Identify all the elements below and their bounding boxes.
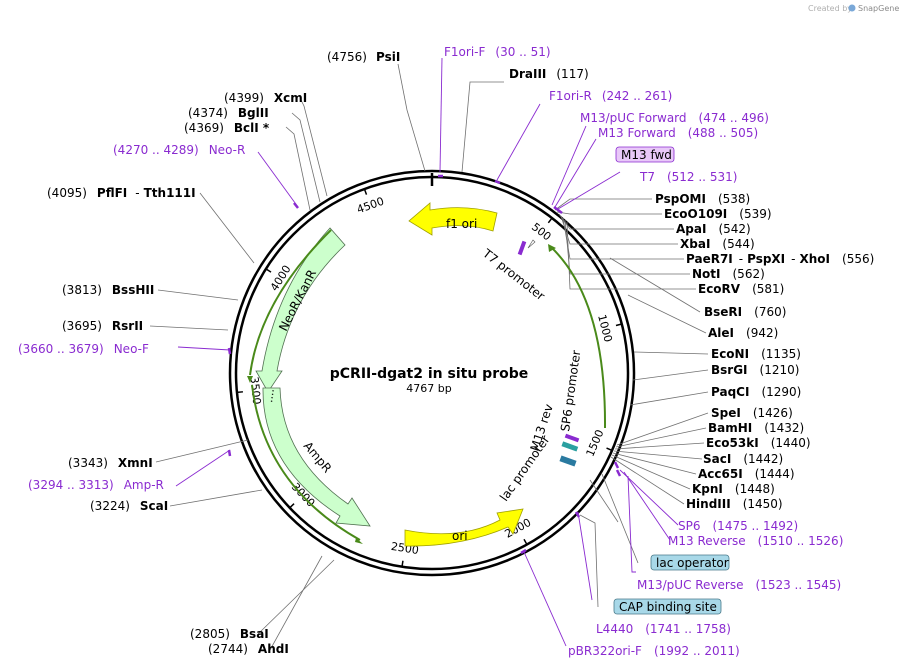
bglii-label: (4374)BglII: [188, 106, 269, 120]
lac-operator-mark: [561, 441, 579, 452]
tick-mark: [265, 268, 272, 273]
snapgene-logo-icon: [848, 4, 856, 12]
credit-text: Created by: [808, 4, 852, 13]
bsshii-label: (3813)BssHII: [62, 283, 154, 297]
tick-mark: [401, 560, 404, 567]
f1ori-r-label: F1ori-R(242 .. 261): [549, 89, 672, 103]
plasmid-length: 4767 bp: [406, 382, 451, 395]
m13-forward-label: M13 Forward(488 .. 505): [598, 126, 758, 140]
spei-label: SpeI(1426): [711, 406, 793, 420]
tick-mark: [363, 188, 368, 195]
f1-ori-arrow: [408, 202, 498, 236]
tick-mark: [606, 447, 613, 452]
ampr-arrow: [262, 387, 371, 527]
leader-lines: [149, 63, 709, 651]
scai-label: (3224)ScaI: [90, 499, 168, 513]
ori-arrow: [404, 508, 524, 547]
sp6-promoter-label: SP6 promoter: [558, 349, 583, 432]
lac-promoter-label: lac promoter: [497, 433, 553, 504]
bcli-label: (4369)BclI *: [184, 121, 270, 135]
noti-label: NotI(562): [692, 267, 765, 281]
amp-r-primer-label: (3294 .. 3313)Amp-R: [28, 478, 164, 492]
f1-ori-label: f1 ori: [446, 217, 477, 231]
primer-marks: [227, 174, 622, 555]
t7-promoter-label: T7 promoter: [479, 246, 547, 304]
eco53ki-label: Eco53kI(1440): [706, 436, 811, 450]
tick-label: 3500: [248, 376, 264, 405]
primer-lines: [175, 57, 679, 647]
m13-fwd-box: [615, 146, 675, 163]
ori-label: ori: [452, 529, 468, 543]
lac-operator-box: [650, 554, 730, 571]
orf-lines: [249, 229, 607, 541]
m13-puc-forward-label: M13/pUC Forward(474 .. 496): [580, 111, 769, 125]
kpni-label: KpnI(1448): [692, 482, 775, 496]
tick-mark: [236, 391, 244, 394]
sp6-mark: [564, 433, 580, 443]
pspomi-label: PspOMI(538): [655, 192, 750, 206]
lac-operator-box-label: lac operator: [656, 556, 729, 570]
econi-label: EcoNI(1135): [711, 347, 801, 361]
l4440-label: L4440(1741 .. 1758): [596, 622, 731, 636]
m13-fwd-box-label: M13 fwd: [621, 148, 672, 162]
f1ori-f-label: F1ori-F(30 .. 51): [444, 45, 551, 59]
psii-label: (4756) PsiI: [327, 46, 400, 65]
neo-f-label: (3660 .. 3679)Neo-F: [18, 342, 149, 356]
paqci-label: PaqCI(1290): [711, 385, 801, 399]
tick-mark: [615, 323, 622, 327]
t7-promoter-mark: [517, 240, 527, 256]
t7-primer-label: T7(512 .. 531): [639, 170, 737, 184]
ecorv-label: EcoRV(581): [698, 282, 784, 296]
bsrgi-label: BsrGI(1210): [711, 363, 799, 377]
m13-puc-reverse-label: M13/pUC Reverse(1523 .. 1545): [637, 578, 841, 592]
plasmid-title: pCRII-dgat2 in situ probe: [330, 366, 528, 382]
bseri-label: BseRI(760): [704, 305, 786, 319]
xmni-label: (3343)XmnI: [68, 456, 153, 470]
rsrii-label: (3695)RsrII: [62, 319, 143, 333]
hindiii-label: HindIII(1450): [686, 497, 783, 511]
apai-label: ApaI(542): [676, 222, 751, 236]
tick-mark: [547, 217, 553, 224]
credit-brand: SnapGene: [858, 4, 899, 13]
draiii-label: DraIII(117): [509, 67, 589, 81]
alei-label: AleI(942): [708, 326, 778, 340]
acc65i-label: Acc65I(1444): [698, 467, 795, 481]
paer7i-label: PaeR7I-PspXI-XhoI(556): [686, 252, 874, 266]
xcmi-label: (4399)XcmI: [224, 91, 307, 105]
tick-mark: [523, 538, 528, 545]
saci-label: SacI(1442): [703, 452, 783, 466]
cap-binding-box-label: CAP binding site: [619, 600, 717, 614]
ampr-ellipsis: ....: [262, 388, 277, 404]
pflfi-label: (4095)PflFI-Tth111I: [47, 186, 196, 200]
orf-arrowheads: [247, 244, 556, 544]
m13-reverse-label: M13 Reverse(1510 .. 1526): [668, 534, 843, 548]
backbone-outer-ring: [228, 169, 636, 577]
xbai-label: XbaI(544): [680, 237, 755, 251]
neor-kanr-arrow: [255, 227, 346, 393]
tick-label: 4500: [355, 195, 386, 217]
sp6-primer-label: SP6(1475 .. 1492): [678, 519, 798, 533]
pbr322ori-f-label: pBR322ori-F(1992 .. 2011): [568, 644, 740, 658]
tick-mark: [289, 503, 295, 509]
bsai-label: (2805)BsaI: [190, 627, 269, 641]
lac-promoter-mark: [559, 455, 577, 467]
bamhi-label: BamHI(1432): [708, 421, 804, 435]
cap-binding-box: [613, 598, 722, 615]
ecoo109i-label: EcoO109I(539): [664, 207, 772, 221]
neo-r-label: (4270 .. 4289)Neo-R: [113, 143, 245, 157]
ahdi-label: (2744)AhdI: [208, 642, 289, 656]
small-features: [517, 239, 580, 467]
tick-label: 1500: [584, 428, 607, 459]
